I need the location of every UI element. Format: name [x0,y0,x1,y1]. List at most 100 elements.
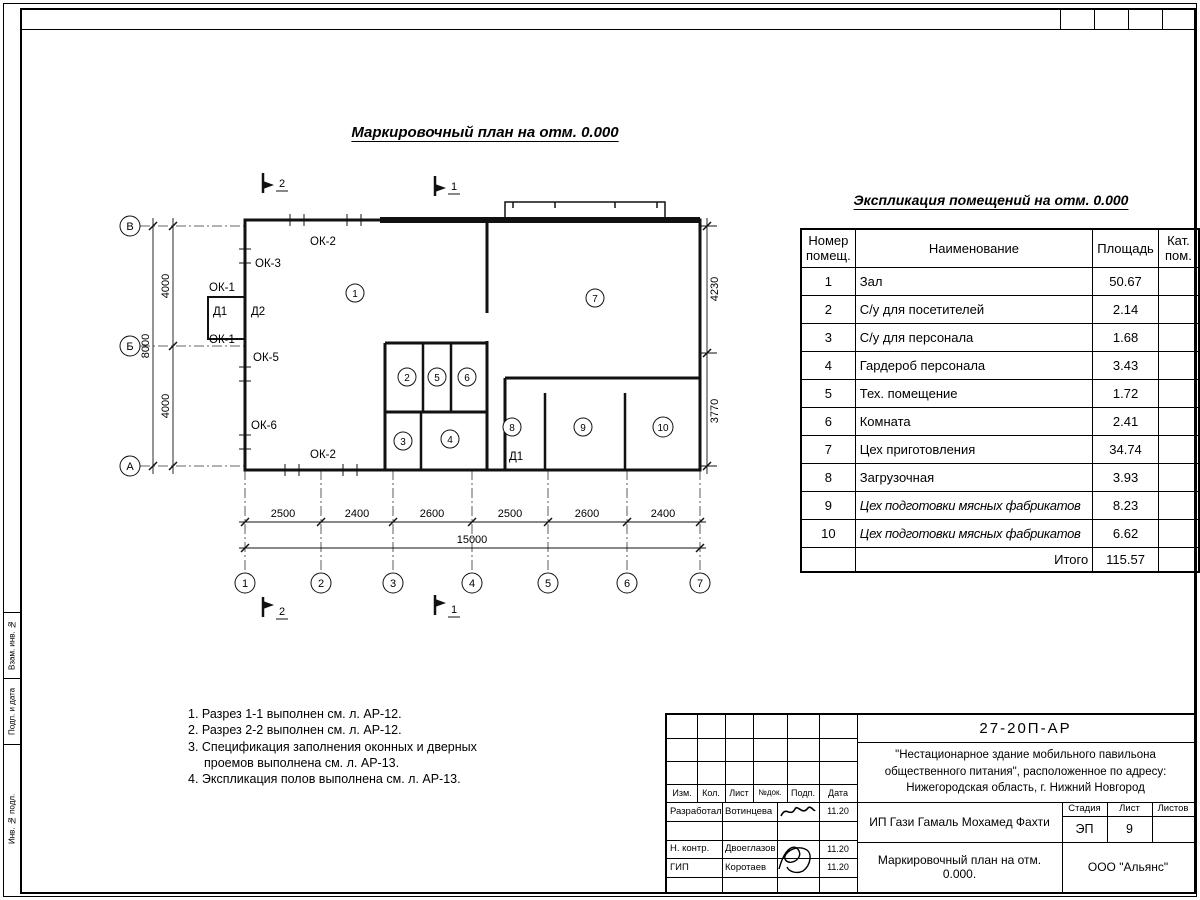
tb-role-gip: ГИП [670,861,689,873]
cell-num: 8 [800,462,856,492]
cell-empty [1157,546,1200,573]
cell-area: 34.74 [1092,434,1159,464]
tb-stage-label: Стадия [1068,803,1101,815]
label-d1-bottom: Д1 [509,451,523,463]
top-strip-divider [1162,8,1163,30]
tb-doc-number: 27-20П-АР [979,719,1072,737]
svg-text:1: 1 [451,181,457,193]
axis-row-v: В [126,221,133,233]
explication-row: 9 Цех подготовки мясных фабрикатов 8.23 [800,490,1200,520]
cell-empty [800,546,856,573]
tb-line [1107,802,1108,842]
note-item: 2. Разрез 2-2 выполнен см. л. АР-12. [188,723,402,738]
col-header-area: Площадь [1092,228,1159,268]
label-d2: Д2 [251,306,265,318]
tb-line [667,821,857,822]
cell-name: С/у для персонала [854,322,1094,352]
tb-stage-value: ЭП [1075,821,1094,836]
tb-col-list: Лист [729,787,749,798]
tb-drawing-title: Маркировочный план на отм. 0.000. [877,852,1042,881]
label-ok6: ОК-6 [251,420,277,432]
tb-line [819,802,820,892]
tb-col-podp: Подп. [791,787,815,798]
axis-col-1: 1 [242,578,248,590]
tb-date-developed: 11.20 [827,806,849,817]
tb-line [1152,802,1153,842]
tb-sheet-value: 9 [1126,821,1133,836]
explication: Номер помещ. Наименование Площадь Кат. п… [800,228,1200,573]
explication-row: 5 Тех. помещение 1.72 [800,378,1200,408]
cell-num: 7 [800,434,856,464]
tb-name-gip: Коротаев [725,861,767,873]
cell-area: 3.93 [1092,462,1159,492]
tb-line [667,877,857,878]
left-strip-label-podp: Подп. и дата [7,687,17,735]
section-mark-1-top: 1 [433,176,460,196]
label-ok2-top: ОК-2 [310,236,336,248]
tb-line [753,715,754,802]
dimension-text: 4000 4000 8000 4230 3770 2500 2400 2600 … [140,274,721,546]
cell-area: 1.72 [1092,378,1159,408]
top-strip-divider [1060,8,1061,30]
dim-right-2: 3770 [709,399,721,423]
explication-total-row: Итого 115.57 [800,546,1200,573]
tb-date-ncontr: 11.20 [827,843,849,854]
section-marks: 2 1 2 1 [261,173,460,620]
explication-row: 1 Зал 50.67 [800,266,1200,296]
tb-client: ИП Гази Гамаль Мохамед Фахти [869,814,1050,829]
cell-num: 1 [800,266,856,296]
tb-sheets-label: Листов [1157,803,1189,815]
dim-bottom-4: 2500 [498,508,522,520]
cell-area: 2.14 [1092,294,1159,324]
cell-num: 9 [800,490,856,520]
room-7: 7 [592,294,598,305]
col-header-cat: Кат. пом. [1157,228,1200,268]
cell-name: Комната [854,406,1094,436]
room-circles [345,283,674,451]
cell-num: 3 [800,322,856,352]
floor-plan: 4000 4000 8000 4230 3770 2500 2400 2600 … [119,173,721,620]
axis-col-3: 3 [390,578,396,590]
tb-name-developed: Вотинцева [725,805,773,817]
room-3: 3 [400,437,406,448]
explication-row: 6 Комната 2.41 [800,406,1200,436]
cell-num: 5 [800,378,856,408]
tb-role-developed: Разработал [670,805,722,817]
cell-num: 4 [800,350,856,380]
section-mark-2-bottom: 2 [261,597,288,620]
cell-cat [1157,490,1200,520]
axis-col-7: 7 [697,578,703,590]
axis-lines [140,225,701,573]
window-ticks [239,214,362,476]
tb-company: ООО "Альянс" [1087,859,1169,874]
tb-col-izm: Изм. [672,787,692,798]
label-ok3: ОК-3 [255,258,281,270]
tb-line [697,715,698,802]
room-2: 2 [404,373,410,384]
dim-bottom-6: 2400 [651,508,675,520]
explication-row: 4 Гардероб персонала 3.43 [800,350,1200,380]
left-strip-divider [4,678,20,679]
signature-flourish [778,846,811,874]
tb-line [787,715,788,802]
top-strip-divider [1094,8,1095,30]
label-ok1-upper: ОК-1 [209,282,235,294]
cell-cat [1157,322,1200,352]
entrance-vestibule [207,296,246,340]
label-ok1-lower: ОК-1 [209,334,235,346]
note-item: 4. Экспликация полов выполнена см. л. АР… [188,772,461,786]
cell-name: Цех приготовления [854,434,1094,464]
cell-name: Цех подготовки мясных фабрикатов [854,518,1094,548]
tb-line [819,715,820,802]
opening-labels: ОК-2 ОК-3 ОК-1 Д1 Д2 ОК-1 ОК-5 ОК-6 ОК-2… [209,236,523,463]
cell-cat [1157,294,1200,324]
dim-left-1: 4000 [160,274,172,298]
top-strip [20,8,1196,30]
explication-header-row: Номер помещ. Наименование Площадь Кат. п… [800,228,1200,268]
tb-line [777,802,778,892]
dim-bottom-5: 2600 [575,508,599,520]
tb-project-description: "Нестационарное здание мобильного павиль… [884,748,1167,795]
cell-area: 3.43 [1092,350,1159,380]
explication-row: 8 Загрузочная 3.93 [800,462,1200,492]
cell-area: 6.62 [1092,518,1159,548]
